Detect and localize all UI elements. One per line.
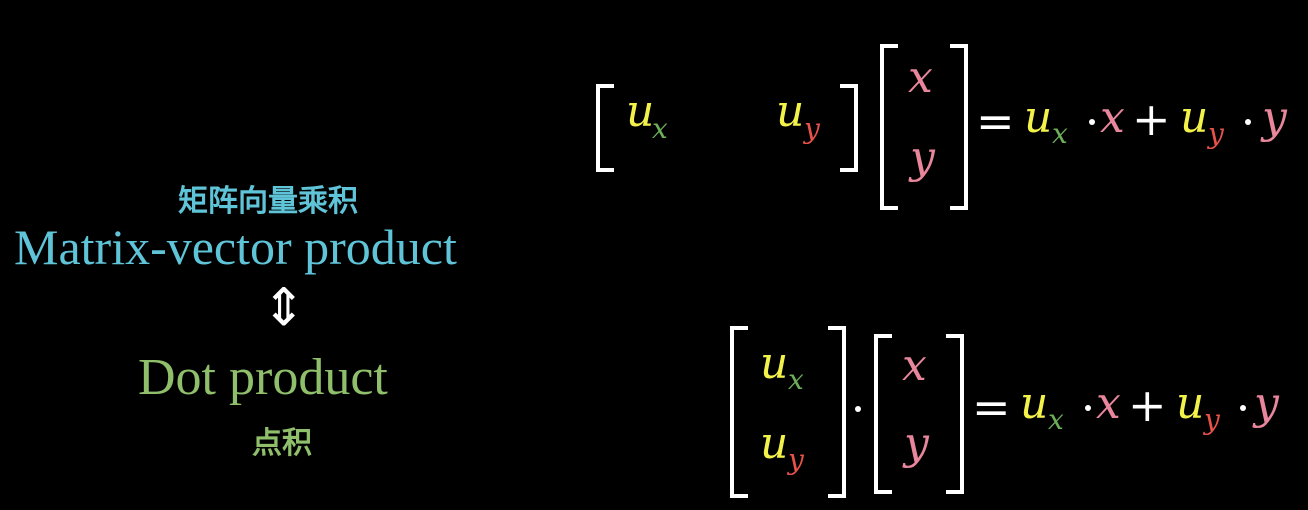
rhs-sub-y: y [1204, 403, 1220, 436]
rhs-x: x [1096, 378, 1121, 429]
col-x: x [908, 52, 933, 103]
col-x: x [902, 340, 927, 391]
col-u: u [760, 338, 789, 389]
equals-sign: = [972, 380, 1011, 434]
xy-vector-left-bracket [874, 334, 892, 494]
rhs-x: x [1100, 92, 1125, 143]
row-sub-y: y [804, 112, 820, 145]
multiply-dot [1245, 119, 1251, 125]
col-vector-right-bracket [950, 44, 968, 210]
row-u: u [776, 86, 805, 137]
dot-product-label: Dot product [138, 349, 388, 406]
row-sub-x: x [652, 112, 668, 145]
plus-sign: + [1128, 378, 1167, 432]
dot-product-operator [855, 406, 861, 412]
col-sub-y: y [788, 443, 804, 476]
double-arrow-icon: ⇕ [262, 278, 306, 338]
rhs-sub-y: y [1208, 117, 1224, 150]
rhs-u: u [1180, 92, 1209, 143]
rhs-y: y [1262, 92, 1287, 143]
col-vector-left-bracket [880, 44, 898, 210]
rhs-sub-x: x [1048, 403, 1064, 436]
rhs-u: u [1024, 92, 1053, 143]
plus-sign: + [1132, 92, 1171, 146]
matrix-vector-product-label: Matrix-vector product [14, 219, 457, 275]
row-vector-right-bracket [840, 84, 858, 172]
matrix-vector-product-cn-label: 矩阵向量乘积 [178, 184, 358, 219]
col-u: u [760, 418, 789, 469]
rhs-y: y [1254, 378, 1279, 429]
xy-vector-right-bracket [946, 334, 964, 494]
u-vector-right-bracket [828, 326, 846, 498]
equals-sign: = [976, 94, 1015, 148]
row-vector-left-bracket [596, 84, 614, 172]
rhs-sub-x: x [1052, 117, 1068, 150]
col-y: y [904, 418, 929, 469]
col-y: y [910, 132, 935, 183]
col-sub-x: x [788, 363, 804, 396]
rhs-u: u [1176, 378, 1205, 429]
multiply-dot [1085, 405, 1091, 411]
multiply-dot [1240, 405, 1246, 411]
u-vector-left-bracket [730, 326, 748, 498]
dot-product-cn-label: 点积 [252, 426, 312, 461]
rhs-u: u [1020, 378, 1049, 429]
multiply-dot [1089, 119, 1095, 125]
row-u: u [626, 86, 655, 137]
